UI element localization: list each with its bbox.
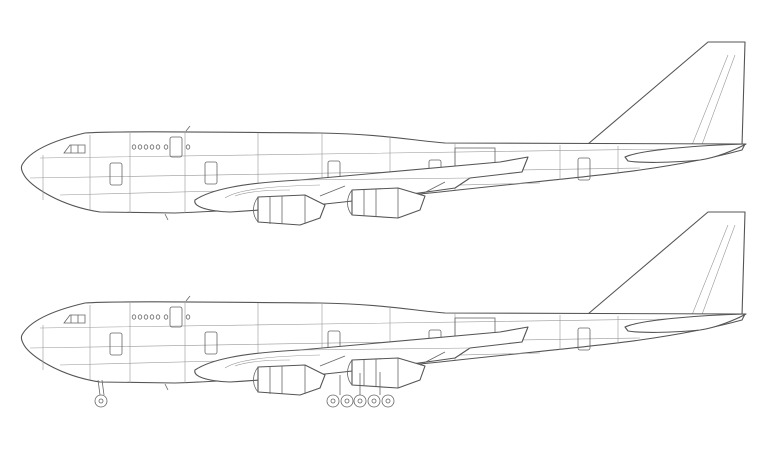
aircraft-side-view-gear-down <box>20 211 747 396</box>
main-landing-gear <box>326 372 395 408</box>
aircraft-side-view-gear-up <box>20 41 747 226</box>
nose-landing-gear <box>94 379 108 408</box>
